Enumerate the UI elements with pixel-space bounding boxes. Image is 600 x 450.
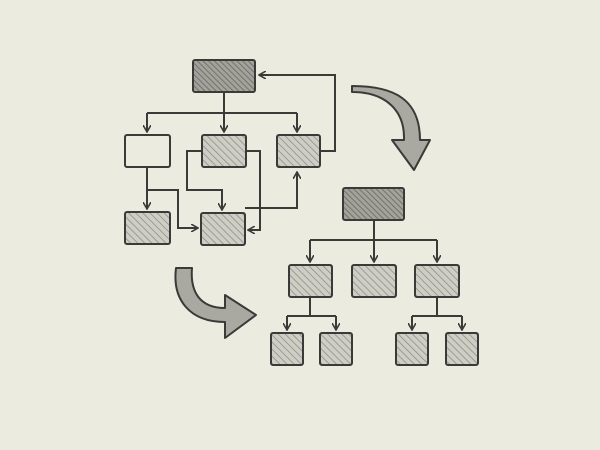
node-grandchild-1b (319, 332, 353, 366)
node-low-left (124, 211, 171, 245)
arrow (186, 150, 222, 210)
node-child-1 (288, 264, 333, 298)
node-child-2 (351, 264, 397, 298)
node-child-3 (414, 264, 460, 298)
node-root (342, 187, 405, 221)
node-mid-center (201, 134, 247, 168)
node-mid-right (276, 134, 321, 168)
node-low-center (200, 212, 246, 246)
curved-arrow-icon (174, 267, 257, 339)
connector (412, 297, 462, 317)
node-top (192, 59, 256, 93)
connector (310, 220, 437, 241)
node-mid-left (124, 134, 171, 168)
right-tree-diagram (270, 187, 479, 366)
connector (287, 297, 336, 317)
arrow (259, 75, 336, 152)
connector (147, 92, 297, 114)
node-grandchild-3a (395, 332, 429, 366)
arrow (147, 189, 198, 228)
arrow (245, 172, 297, 209)
arrow (246, 150, 261, 230)
node-grandchild-3b (445, 332, 479, 366)
left-tangled-diagram (124, 59, 336, 246)
curved-arrow-icon (351, 85, 431, 171)
node-grandchild-1a (270, 332, 304, 366)
